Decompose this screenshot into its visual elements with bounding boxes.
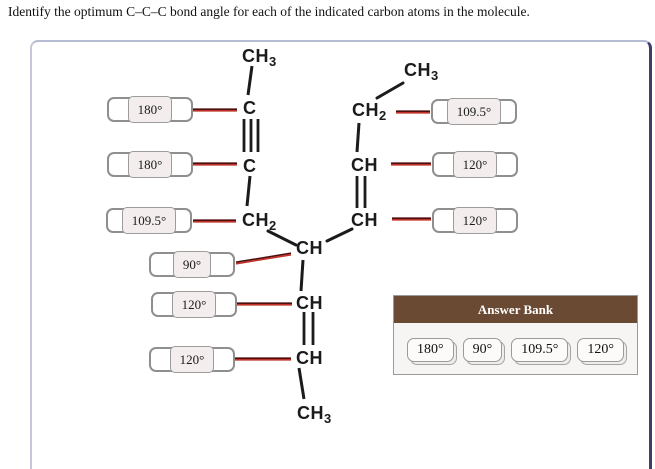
bond-angle-drop-target-8[interactable]: 120° — [432, 151, 518, 178]
atom-label-ch3-top-right: CH3 — [404, 60, 439, 83]
atom-label-ch-right-1: CH — [351, 155, 378, 175]
atom-label-ch2-right: CH2 — [352, 100, 387, 123]
answer-chip[interactable]: 180° — [127, 151, 173, 178]
answer-chip[interactable]: 180° — [127, 96, 173, 123]
answer-bank-chip-180[interactable]: 180° — [407, 337, 454, 362]
answer-chip[interactable]: 109.5° — [446, 98, 502, 125]
bond-line — [375, 81, 405, 100]
bond-angle-drop-target-7[interactable]: 109.5° — [431, 98, 517, 125]
answer-bank-body: 180° 90° 109.5° 120° — [394, 323, 637, 376]
bond-angle-drop-target-6[interactable]: 120° — [149, 346, 235, 373]
answer-bank-chip-120[interactable]: 120° — [577, 337, 624, 362]
bond-angle-drop-target-4[interactable]: 90° — [149, 251, 235, 278]
atom-label-ch-right-2: CH — [351, 210, 378, 230]
atom-label-c-alkyne-2: C — [243, 156, 257, 176]
bond-angle-drop-target-3[interactable]: 109.5° — [106, 207, 192, 234]
atom-label-ch3-top-left: CH3 — [242, 46, 277, 69]
bond-line — [325, 227, 354, 243]
answer-chip[interactable]: 90° — [172, 251, 212, 278]
connector-lines — [193, 108, 431, 361]
connector-line-red — [235, 254, 292, 265]
bond-angle-drop-target-2[interactable]: 180° — [107, 151, 193, 178]
bond-angle-drop-target-1[interactable]: 180° — [107, 96, 193, 123]
atom-label-ch-alkene-2: CH — [296, 348, 323, 368]
answer-bank-header: Answer Bank — [394, 296, 637, 323]
bond-line — [246, 65, 254, 96]
answer-bank: Answer Bank 180° 90° 109.5° 120° — [393, 295, 638, 375]
bond-line — [297, 367, 306, 400]
bond-line — [355, 122, 361, 153]
bond-lines — [242, 65, 405, 400]
atom-label-c-alkyne-1: C — [243, 98, 257, 118]
bond-angle-drop-target-9[interactable]: 120° — [432, 207, 518, 234]
bond-angle-drop-target-5[interactable]: 120° — [151, 291, 237, 318]
atom-label-ch2-left: CH2 — [242, 210, 277, 233]
bond-line — [245, 175, 252, 207]
bond-line — [266, 229, 298, 247]
question-text: Identify the optimum C–C–C bond angle fo… — [8, 4, 530, 19]
bond-line — [299, 259, 305, 292]
answer-chip[interactable]: 120° — [452, 151, 498, 178]
answer-bank-chip-109[interactable]: 109.5° — [511, 337, 569, 362]
answer-bank-chip-90[interactable]: 90° — [462, 337, 503, 362]
atom-label-ch3-bottom: CH3 — [297, 403, 332, 426]
answer-chip[interactable]: 120° — [452, 207, 498, 234]
atom-label-ch-alkene-1: CH — [296, 293, 323, 313]
answer-chip[interactable]: 120° — [169, 346, 215, 373]
answer-chip[interactable]: 120° — [171, 291, 217, 318]
connector-line-dark — [235, 252, 292, 263]
answer-chip[interactable]: 109.5° — [121, 207, 177, 234]
atom-label-ch-branch: CH — [296, 238, 323, 258]
